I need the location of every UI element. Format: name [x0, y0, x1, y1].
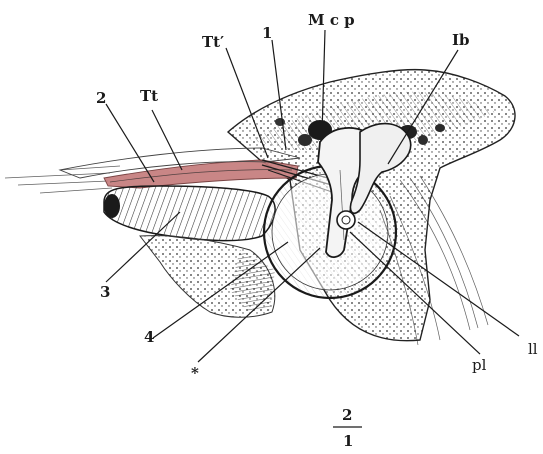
magnification-fraction: 2 1	[333, 406, 362, 450]
label-ib: Ib	[452, 31, 470, 49]
scale-denominator: 1	[343, 432, 353, 450]
scale-numerator: 2	[342, 406, 352, 424]
label-mcp: M c p	[308, 11, 355, 29]
label-ll: ll	[528, 340, 538, 358]
label-tt-prime: Tt′	[202, 33, 224, 51]
label-1: 1	[262, 24, 272, 42]
label-tt: Tt	[140, 87, 158, 105]
label-3: 3	[100, 283, 110, 301]
label-2: 2	[96, 89, 106, 107]
stapes-head	[337, 211, 355, 229]
label-4: 4	[144, 328, 154, 346]
cartilage-mass	[104, 186, 275, 241]
tissue-streaks	[5, 166, 120, 193]
mass-end	[104, 194, 120, 218]
tensor-tympani-muscle	[104, 160, 298, 188]
label-pl: pl	[472, 356, 487, 374]
label-star: *	[191, 364, 199, 382]
